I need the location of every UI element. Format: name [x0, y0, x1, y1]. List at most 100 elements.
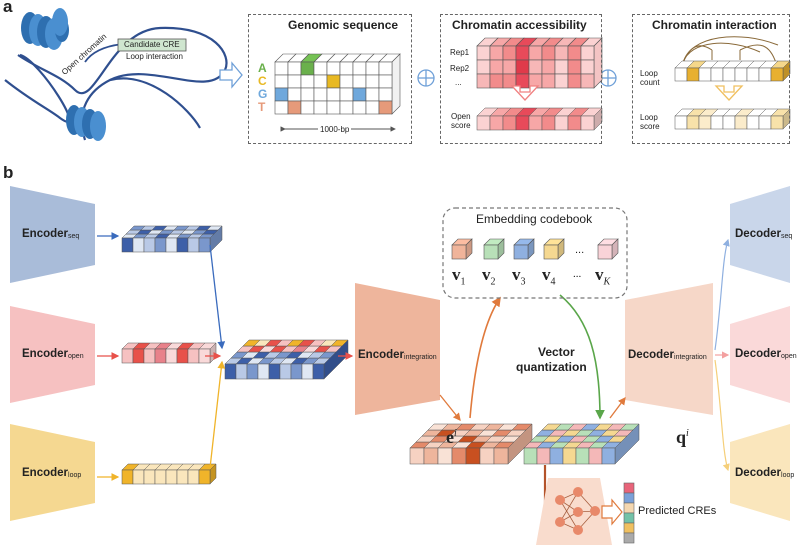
seq-embedding-block — [121, 225, 223, 253]
chromatin-accessibility-panel — [440, 14, 602, 144]
slab-front-cell — [312, 363, 325, 380]
hollow-arrow-icon — [219, 61, 243, 89]
decoder-loop-label: Decoderloop — [735, 467, 795, 479]
panel-letter-b: b — [3, 163, 14, 182]
slab-front-cell — [301, 363, 314, 380]
arrow-codebook-q — [559, 294, 605, 420]
predicted-cres-label: Predicted CREs — [638, 505, 717, 517]
slab-front-cell — [493, 447, 509, 465]
loop-score-grid — [674, 108, 791, 130]
slab-front-cell — [479, 447, 495, 465]
codebook-title: Embedding codebook — [476, 212, 593, 226]
down-arrow-icon — [510, 85, 540, 101]
slab-front-cell — [187, 237, 200, 253]
slab-front-cell — [423, 447, 439, 465]
arrow-decoder-loop — [714, 359, 730, 472]
slab-front-cell — [121, 237, 134, 253]
slab-front-cell — [235, 363, 248, 380]
rep2-label: Rep2 — [450, 64, 470, 73]
slab-front-cell — [187, 469, 200, 485]
slab-front-cell — [176, 237, 189, 253]
slab-front-cell — [279, 363, 292, 380]
slab-front-cell — [465, 447, 481, 465]
slab-front-cell — [132, 469, 145, 485]
open-embedding-block — [121, 342, 217, 364]
slab-front-cell — [536, 447, 551, 465]
base-label-T: T — [258, 100, 266, 114]
slab-front-cell — [154, 469, 167, 485]
encoder-integration-shape — [355, 283, 440, 415]
nucleosome-icon — [66, 105, 106, 141]
slab-front-cell — [549, 447, 564, 465]
plus-icon — [417, 69, 435, 87]
slab-front-cell — [224, 363, 237, 380]
slab-front-cell — [437, 447, 453, 465]
concatenated-block — [224, 339, 349, 380]
encoder-open-shape — [10, 306, 95, 403]
codebook-vector-label: v2 — [482, 265, 496, 288]
slab-front-cell — [290, 363, 303, 380]
genomic-sequence-grid — [274, 53, 401, 115]
chromatin-accessibility-title: Chromatin accessibility — [452, 18, 587, 32]
encoder-loop-shape — [10, 424, 95, 521]
slab-front-cell — [143, 469, 156, 485]
slab-front-cell — [198, 469, 211, 485]
codebook-vector-label: v1 — [452, 265, 466, 288]
decoder-open-shape — [730, 306, 790, 403]
slab-front-cell — [198, 237, 211, 253]
down-arrow-icon — [714, 85, 744, 101]
loop-count-grid — [674, 60, 791, 82]
rep1-label: Rep1 — [450, 48, 470, 57]
slab-front-cell — [154, 237, 167, 253]
codebook-vector-label: vK — [595, 265, 611, 288]
slab-front-cell — [154, 348, 167, 364]
chromatin-interaction-panel — [632, 14, 790, 144]
base-label-A: A — [258, 61, 267, 75]
codebook-vector-label: ... — [573, 268, 582, 280]
slab-front-cell — [132, 348, 145, 364]
decoder-open-label: Decoderopen — [735, 348, 797, 360]
hollow-arrow-icon — [601, 498, 623, 526]
codebook-cube — [597, 244, 613, 260]
slab-front-cell — [562, 447, 577, 465]
slab-front-cell — [601, 447, 616, 465]
codebook-vector-label: v3 — [512, 265, 526, 288]
decoder-integration-label: Decoderintegration — [628, 349, 707, 361]
candidate-cre-box — [117, 38, 187, 52]
arrow-encoder-e — [439, 394, 461, 422]
slab-front-cell — [770, 67, 784, 82]
plus-icon — [599, 69, 617, 87]
q-embedding-block — [523, 423, 640, 465]
chromatin-illustration — [4, 8, 228, 141]
slab-front-cell — [409, 447, 425, 465]
slab-front-cell — [176, 348, 189, 364]
slab-front-cell — [187, 348, 200, 364]
slab-front-cell — [132, 237, 145, 253]
slab-front-cell — [165, 469, 178, 485]
slab-front-cell — [143, 237, 156, 253]
encoder-integration-label: Encoderintegration — [358, 349, 437, 361]
codebook-dots: ... — [575, 244, 585, 256]
base-label-G: G — [258, 87, 268, 101]
e-label: ei — [446, 427, 457, 447]
arrow-q-decoder — [609, 396, 626, 419]
decoder-integration-shape — [625, 283, 713, 415]
slab-front-cell — [143, 348, 156, 364]
nucleosome-icon — [52, 8, 68, 36]
slab-front-cell — [165, 348, 178, 364]
loop-interaction-label: Loop interaction — [126, 52, 183, 61]
slab-front-cell — [523, 447, 538, 465]
codebook-cube — [451, 244, 467, 260]
encoder-seq-label: Encoderseq — [22, 228, 80, 240]
codebook-cubes — [451, 238, 619, 260]
slab-front-cell — [246, 363, 259, 380]
slab-front-cell — [257, 363, 270, 380]
codebook-cube — [543, 244, 559, 260]
chromatin-interaction-title: Chromatin interaction — [652, 18, 777, 32]
arrow-decoder-seq — [714, 238, 730, 351]
length-label: 1000-bp — [318, 125, 352, 134]
slab-front-cell — [451, 447, 467, 465]
encoder-seq-shape — [10, 186, 95, 283]
